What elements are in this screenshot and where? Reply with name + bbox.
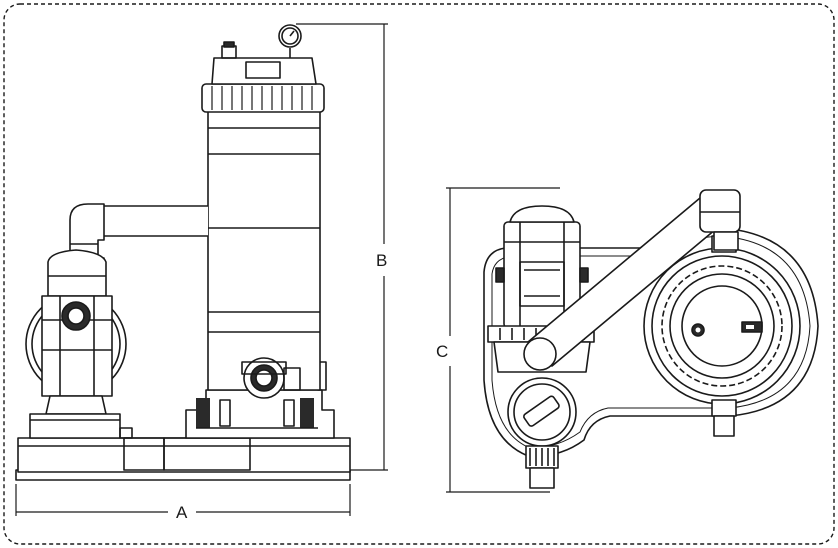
dashed-frame xyxy=(3,3,835,545)
filter-tank xyxy=(185,24,335,439)
dimension-a-line xyxy=(15,484,351,516)
side-view xyxy=(15,23,388,516)
top-diagonal-pipe xyxy=(523,189,741,371)
dimension-c-line xyxy=(446,187,560,493)
dimension-b-label: B xyxy=(376,251,388,270)
top-view xyxy=(446,187,819,493)
dimension-b-line xyxy=(296,23,388,471)
connecting-pipe xyxy=(63,203,208,271)
top-strainer-lid xyxy=(507,377,577,489)
dimension-a-label: A xyxy=(176,503,188,522)
dimension-c-label: C xyxy=(436,342,449,361)
base-platform xyxy=(15,437,351,481)
pump xyxy=(25,249,133,439)
